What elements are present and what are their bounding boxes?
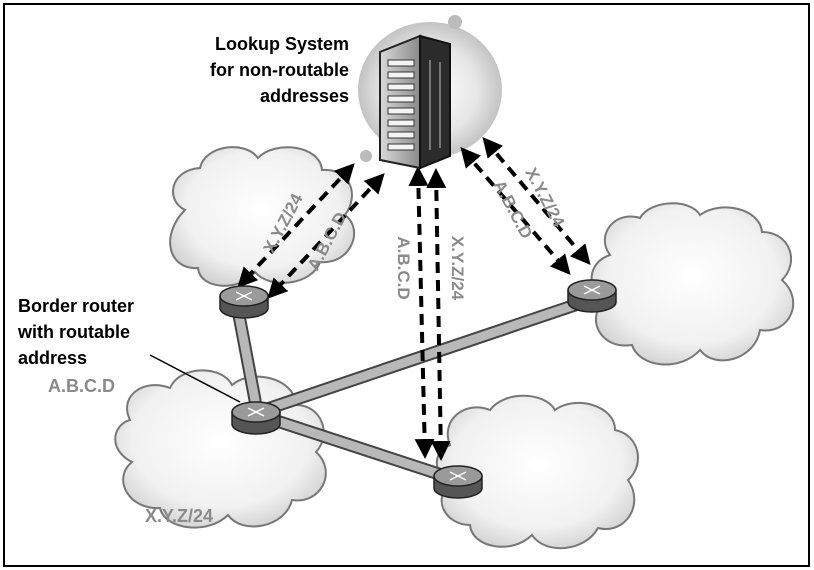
router-right (567, 279, 617, 313)
cloud-bottom-right (435, 394, 639, 550)
link-tubes (231, 293, 597, 483)
lookup-system-label: Lookup System for non-routable addresses (210, 34, 349, 106)
frame-border (3, 3, 810, 567)
border-router-label: Border router with routable address A.B.… (17, 296, 134, 396)
link-border-to-top-router (231, 303, 262, 407)
dashed-arrows (237, 136, 591, 461)
link-border-to-right-router (263, 293, 597, 415)
border-label-line3: address (18, 348, 87, 368)
arrow-middle-b (426, 168, 451, 461)
home-subnet-label: X.Y.Z/24 (145, 506, 213, 526)
cloud-top-left (169, 146, 356, 287)
lookup-label-line2: for non-routable (210, 60, 349, 80)
lookup-label-line1: Lookup System (215, 34, 349, 54)
router-border (231, 401, 281, 435)
cloud-right (590, 202, 795, 366)
lookup-label-line3: addresses (260, 86, 349, 106)
arrow-middle-address-label: A.B.C.D (394, 236, 413, 299)
router-top-left (219, 285, 269, 319)
link-border-to-bottom-router (273, 415, 452, 483)
border-label-line2: with routable (17, 322, 130, 342)
border-label-line1: Border router (18, 296, 134, 316)
border-label-address: A.B.C.D (48, 376, 115, 396)
arrow-right-b (482, 136, 591, 266)
router-bottom (433, 465, 483, 499)
arrow-middle-prefix-label: X.Y.Z/24 (448, 236, 467, 301)
border-router-callout-line (149, 354, 241, 403)
arrow-left-b (267, 173, 385, 299)
arrow-middle-a (408, 166, 435, 459)
server-rack-icon (379, 34, 451, 170)
